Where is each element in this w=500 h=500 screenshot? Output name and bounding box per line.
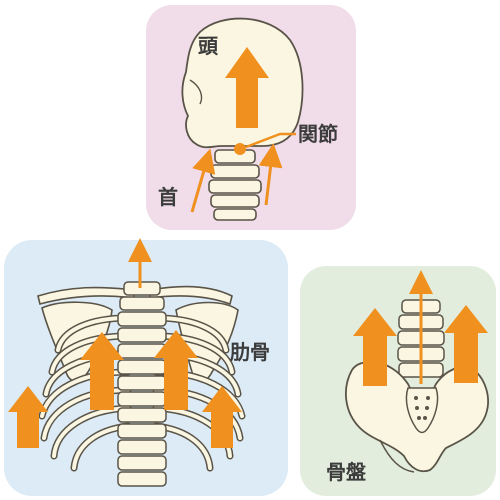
label-joint: 関節 (298, 122, 338, 146)
label-ribs: 肋骨 (230, 340, 270, 364)
arrow-up-icon (353, 308, 397, 386)
arrow-up-icon (8, 386, 48, 448)
label-neck: 首 (158, 185, 178, 209)
arrow-up-icon (258, 143, 283, 206)
arrow-up-icon (80, 332, 124, 410)
arrow-up-icon (444, 305, 488, 383)
arrow-up-icon (190, 148, 216, 213)
joint-dot-icon (234, 143, 246, 155)
arrow-up-icon (225, 47, 269, 128)
arrow-up-icon (154, 330, 198, 410)
arrow-up-icon (202, 386, 242, 448)
joint-leader-line (245, 132, 296, 149)
thoracic-spine (117, 281, 167, 487)
label-head: 頭 (198, 34, 218, 58)
clavicle-right (149, 285, 233, 306)
sacrum (405, 387, 439, 434)
cervical-spine (208, 149, 262, 221)
label-pelvis: 骨盤 (326, 460, 366, 484)
